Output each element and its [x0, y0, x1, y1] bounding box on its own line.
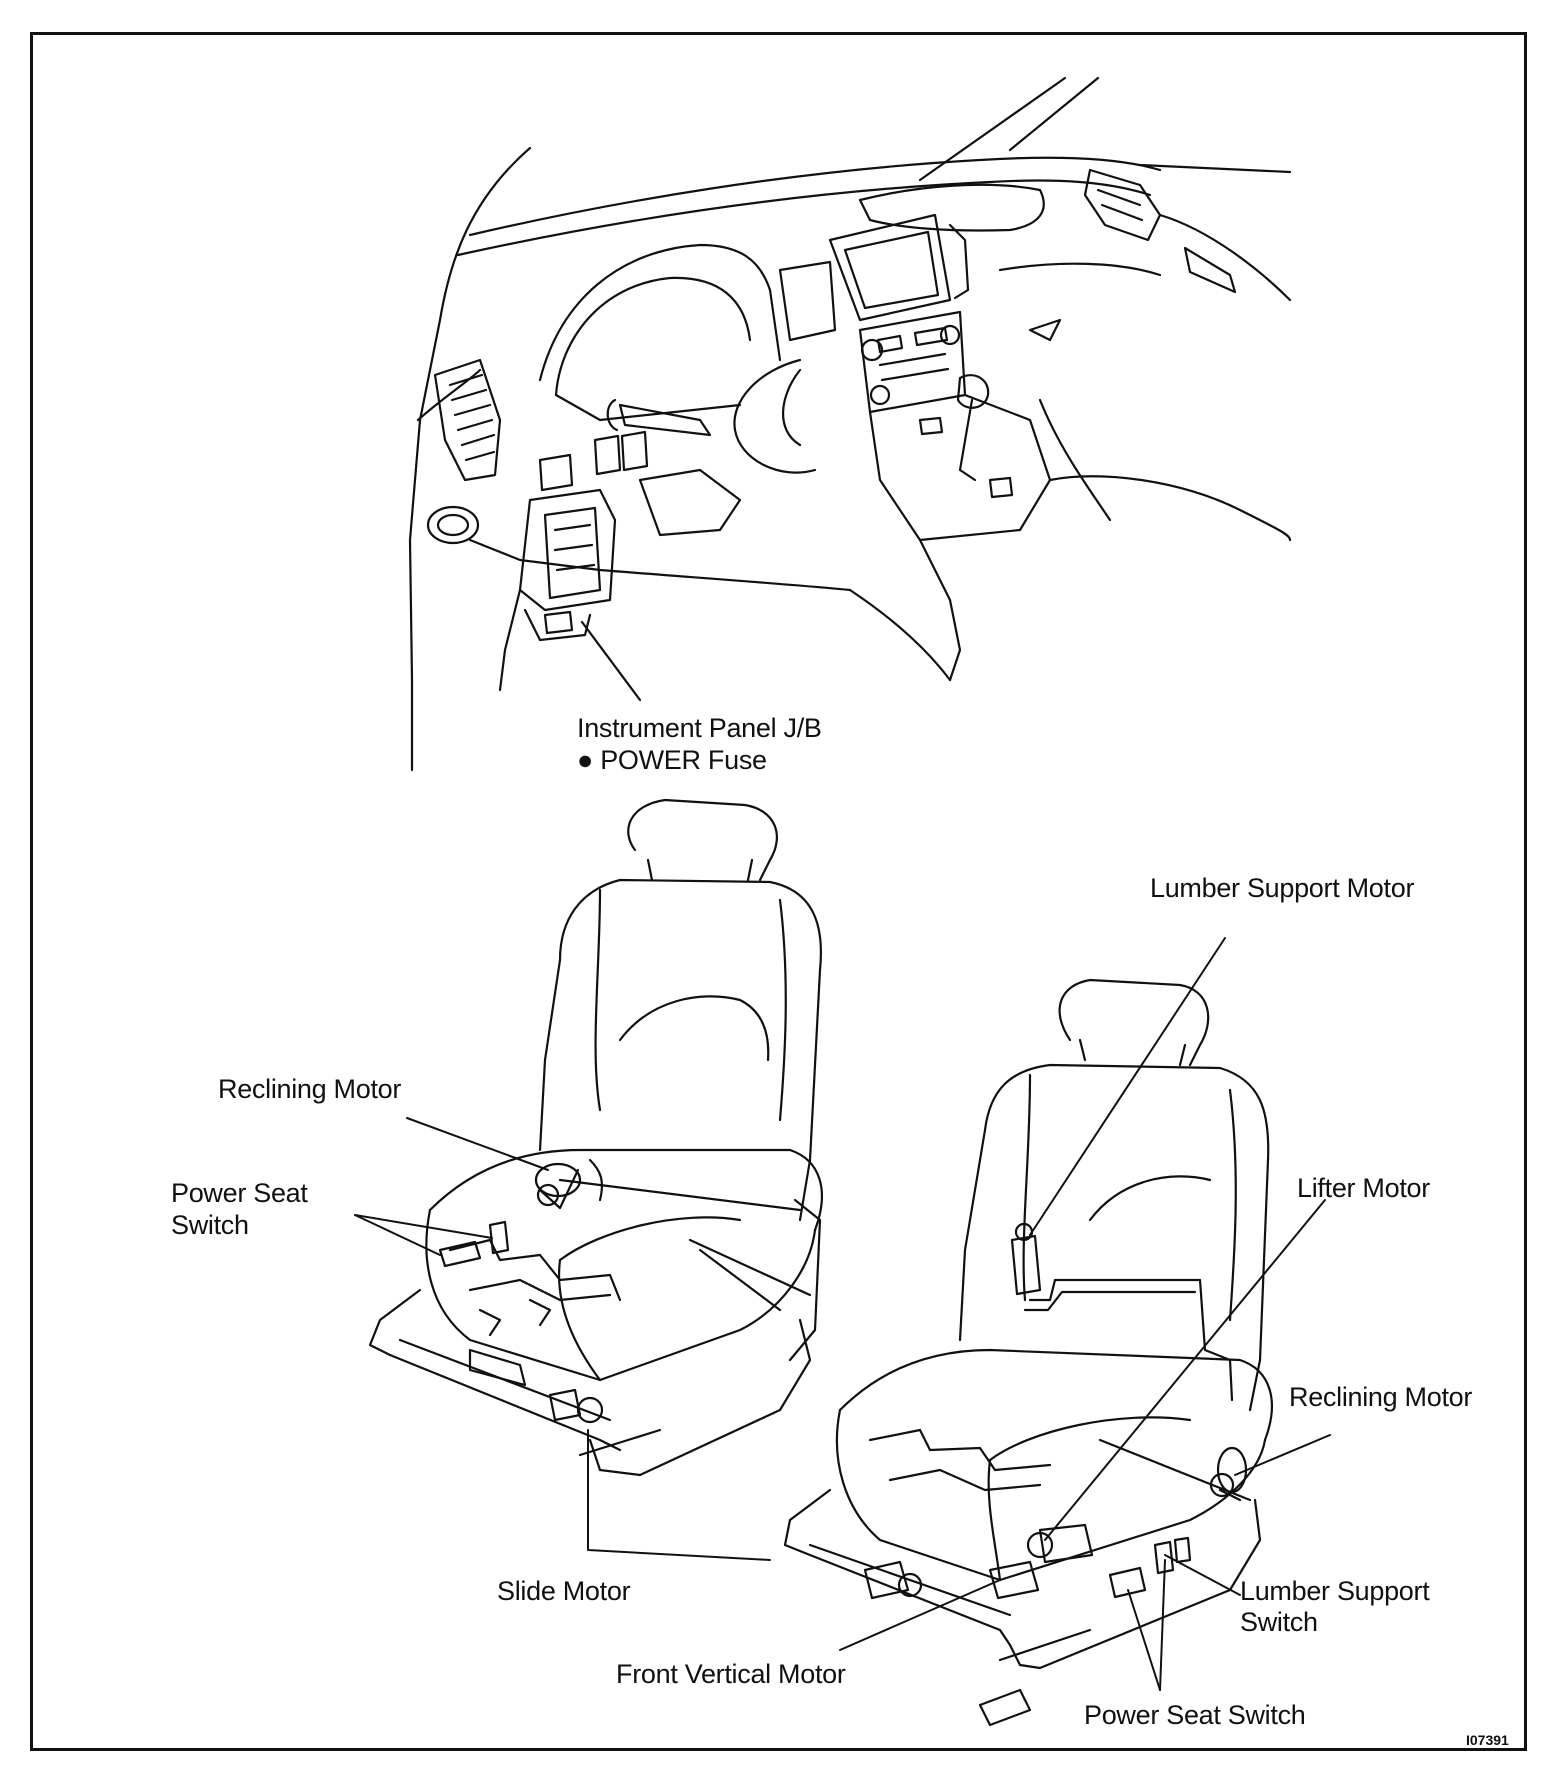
leader-lines [354, 937, 1331, 1691]
label-reclining-motor-left: Reclining Motor [218, 1074, 402, 1104]
label-lumber-support-switch-1: Lumber Support [1240, 1576, 1430, 1606]
right-seat-illustration [783, 978, 1273, 1727]
label-power-seat-switch-left-1: Power Seat [171, 1178, 308, 1208]
label-front-vertical-motor: Front Vertical Motor [616, 1659, 846, 1689]
label-lumber-support-switch-2: Switch [1240, 1607, 1318, 1637]
label-slide-motor: Slide Motor [497, 1576, 631, 1606]
label-power-seat-switch-right: Power Seat Switch [1084, 1700, 1306, 1730]
label-reclining-motor-right: Reclining Motor [1289, 1382, 1473, 1412]
diagram-frame [30, 32, 1527, 1751]
label-power-seat-switch-left-2: Switch [171, 1210, 249, 1240]
label-lumber-support-motor: Lumber Support Motor [1150, 873, 1415, 903]
dashboard-illustration [408, 76, 1292, 772]
figure-code: I07391 [1466, 1732, 1509, 1748]
label-lifter-motor: Lifter Motor [1297, 1173, 1430, 1203]
label-ip-jb-line1: Instrument Panel J/B [577, 713, 822, 743]
left-seat-illustration [368, 798, 823, 1477]
label-ip-jb-line2: ● POWER Fuse [577, 745, 767, 775]
